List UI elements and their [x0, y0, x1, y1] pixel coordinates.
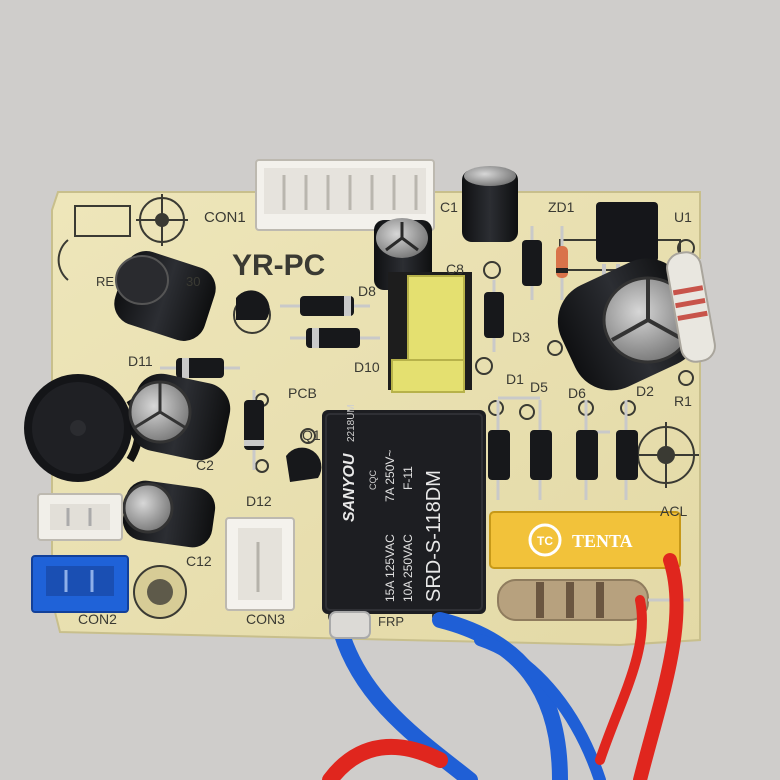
relay-rating-4: F-11 [401, 466, 415, 490]
relay-brand: SANYOU [341, 453, 358, 522]
label-frp: FRP [378, 614, 404, 629]
label-d3: D3 [512, 329, 530, 345]
label-u1: U1 [674, 209, 692, 225]
mounting-hole [133, 565, 187, 619]
wires [322, 553, 684, 780]
label-acl: ACL [660, 503, 687, 519]
relay-date-code: 2218UM [346, 404, 357, 442]
diode-d11 [160, 358, 240, 378]
diode-d12 [244, 390, 264, 470]
resistor-r1 [666, 251, 716, 363]
label-d11: D11 [128, 353, 153, 369]
relay-rating-3: 7A 250V~ [383, 450, 397, 502]
buzzer [24, 374, 143, 482]
label-d5: D5 [530, 379, 548, 395]
relay-model: SRD-S-118DM [423, 470, 445, 602]
label-30: 30 [186, 274, 200, 289]
capacitor-c2 [128, 373, 231, 461]
label-re: RE [96, 274, 114, 289]
connector-con3 [225, 517, 295, 611]
bridge-diodes [488, 396, 638, 500]
transistor-u [236, 290, 270, 320]
label-con1: CON1 [204, 209, 246, 226]
capacitor-x2-tenta: TC [489, 511, 681, 569]
label-d12: D12 [246, 493, 272, 509]
relay-rating-2: 10A 250VAC [401, 534, 415, 602]
power-resistor [497, 579, 690, 621]
label-d6: D6 [568, 385, 586, 401]
board-model-text: YR-PC [232, 249, 325, 282]
capacitor-c12 [122, 480, 216, 548]
transformer [388, 272, 472, 393]
relay-cert-cqc: CQC [368, 470, 378, 491]
diode-d8 [280, 296, 370, 316]
label-con3: CON3 [246, 611, 285, 627]
label-c2: C2 [196, 457, 214, 473]
con1-connector [255, 159, 435, 231]
label-d10: D10 [354, 359, 380, 375]
capacitor-main [557, 258, 701, 391]
label-zd1: ZD1 [548, 199, 575, 215]
label-pcb: PCB [288, 385, 317, 401]
diode-d3 [484, 280, 504, 352]
transistor-q1 [286, 447, 322, 482]
label-c1: C1 [440, 199, 458, 215]
svg-text:TC: TC [537, 534, 553, 548]
diode-d10 [290, 328, 380, 348]
label-d2: D2 [636, 383, 654, 399]
label-d8: D8 [358, 283, 376, 299]
relay-text: SANYOU 2218UM CQC 15A 125VAC 7A 250V~ 10… [341, 404, 445, 602]
label-d1: D1 [506, 371, 524, 387]
label-c8: C8 [446, 261, 464, 277]
diode-vertical-1 [522, 226, 542, 300]
relay-rating-1: 15A 125VAC [383, 534, 397, 602]
capacitor-x2-brand: TENTA [572, 531, 633, 551]
label-q1: Q1 [302, 427, 321, 443]
connector-white-small [37, 493, 123, 541]
connector-con2-blue [31, 555, 129, 613]
capacitor-c1 [462, 166, 518, 242]
label-r1: R1 [674, 393, 692, 409]
label-con2: CON2 [78, 611, 117, 627]
silkscreen-labels: YR-PC CON1 C1 ZD1 U1 C8 D8 D3 D10 D11 PC… [78, 199, 692, 629]
label-c12: C12 [186, 553, 212, 569]
relay-sanyou [322, 410, 486, 614]
capacitor-c3 [114, 251, 216, 341]
zener-zd1 [556, 226, 568, 300]
